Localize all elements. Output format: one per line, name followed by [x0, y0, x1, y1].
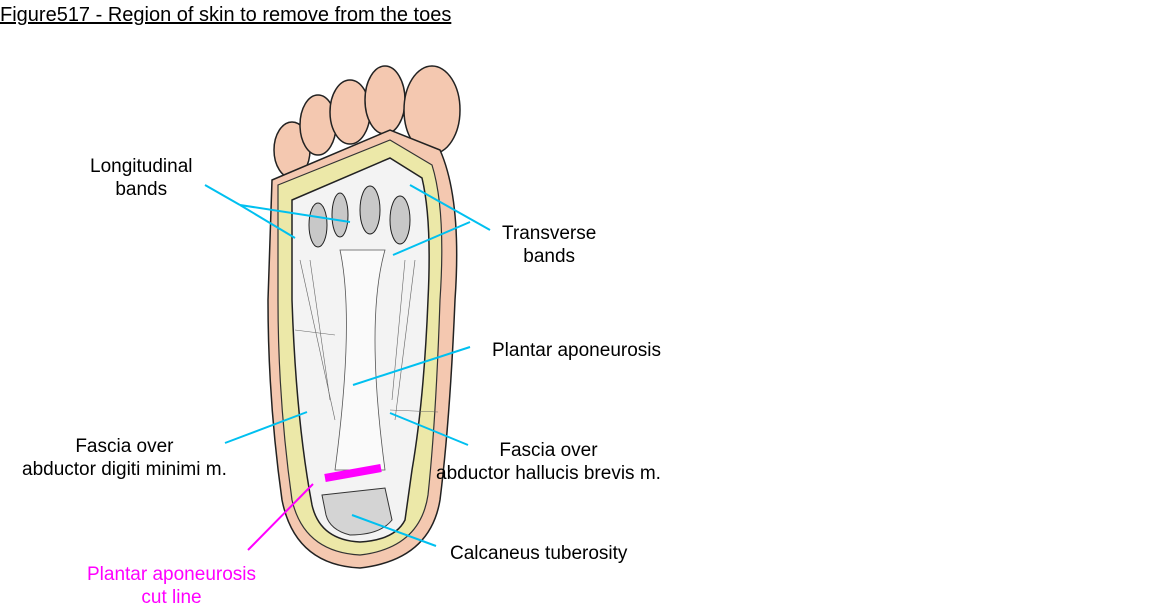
label-line: Fascia over: [75, 436, 174, 457]
aponeurosis: [334, 249, 386, 471]
toes: [273, 65, 461, 179]
label-plantar-aponeurosis: Plantar aponeurosis: [492, 339, 661, 362]
label-cut-line: Plantar aponeurosis cut line: [87, 563, 256, 609]
label-line: Plantar aponeurosis: [492, 340, 661, 361]
label-fascia-abductor-hallucis-brevis: Fascia over abductor hallucis brevis m.: [436, 439, 661, 485]
label-longitudinal-bands: Longitudinal bands: [90, 155, 192, 201]
label-line: Fascia over: [499, 440, 598, 461]
hatching: [294, 259, 439, 421]
label-transverse-bands: Transverse bands: [502, 222, 596, 268]
label-calcaneus-tuberosity: Calcaneus tuberosity: [450, 542, 627, 565]
label-line: Longitudinal: [90, 156, 193, 177]
label-fascia-abductor-digiti-minimi: Fascia over abductor digiti minimi m.: [22, 435, 227, 481]
longitudinal-bands: [308, 185, 411, 248]
figure-title: Figure517 - Region of skin to remove fro…: [0, 4, 452, 26]
cut-line-leader: [247, 483, 314, 551]
label-line: cut line: [141, 587, 202, 608]
cut-line-marker: [324, 464, 382, 482]
label-line: abductor digiti minimi m.: [22, 459, 227, 480]
label-line: bands: [523, 246, 576, 267]
label-line: abductor hallucis brevis m.: [436, 463, 661, 484]
label-line: Transverse: [502, 223, 597, 244]
label-line: bands: [115, 179, 168, 200]
leader-lines: [204, 184, 491, 547]
label-line: Plantar aponeurosis: [87, 564, 256, 585]
label-line: Calcaneus tuberosity: [450, 543, 628, 564]
